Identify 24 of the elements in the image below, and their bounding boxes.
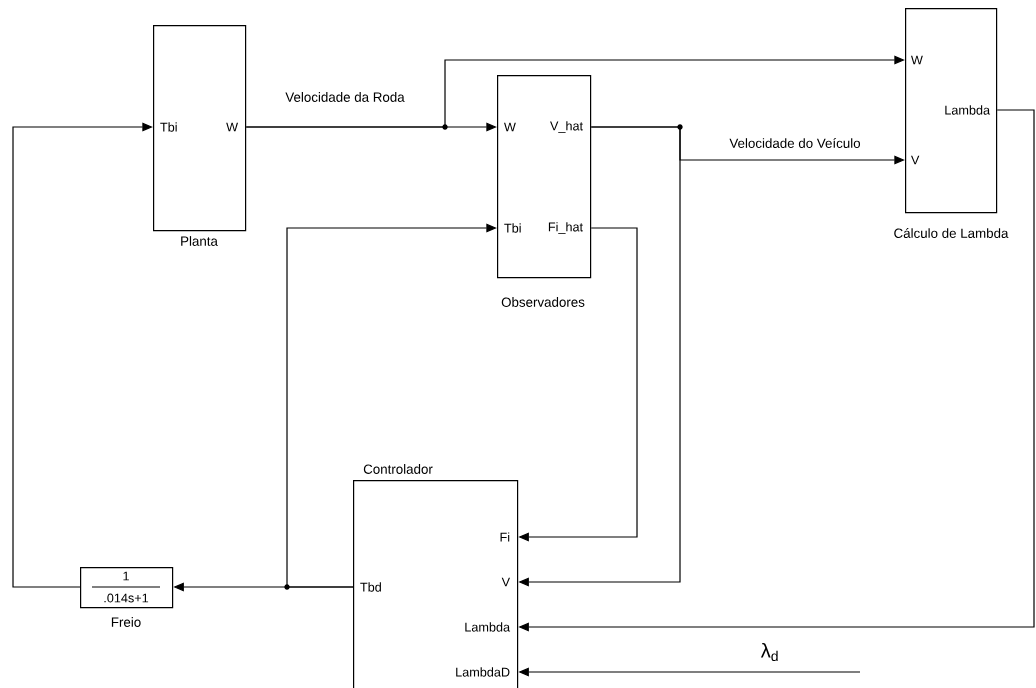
block-label: Planta [181,236,218,246]
block-label: Freio [111,617,141,627]
edge-label: λ$_{d}$ [759,641,781,663]
port-label: LambdaD [456,667,510,677]
port-label: Fi [500,532,510,542]
port-label: .014s+1 [104,593,149,603]
port-label: Tbd [360,582,381,592]
port-label: V_hat [550,121,583,133]
block-label: Observadores [501,297,585,307]
port-label: V [911,155,920,165]
port-label: Fi_hat [548,222,583,234]
edge-label: Velocidade da Roda [284,90,406,104]
block-label: Cálculo de Lambda [894,228,1009,238]
port-label: Lambda [465,622,511,632]
port-label: Lambda [945,105,991,115]
edge-label: Velocidade do Veículo [728,136,862,150]
port-label: Tbi [504,223,521,233]
port-label: W [504,122,516,132]
port-label: 1 [123,571,129,581]
port-label: V [501,577,511,587]
port-label: W [226,122,239,132]
port-label: W [911,55,923,65]
block-label: Controlador [363,464,433,474]
port-label: Tbi [160,122,177,132]
